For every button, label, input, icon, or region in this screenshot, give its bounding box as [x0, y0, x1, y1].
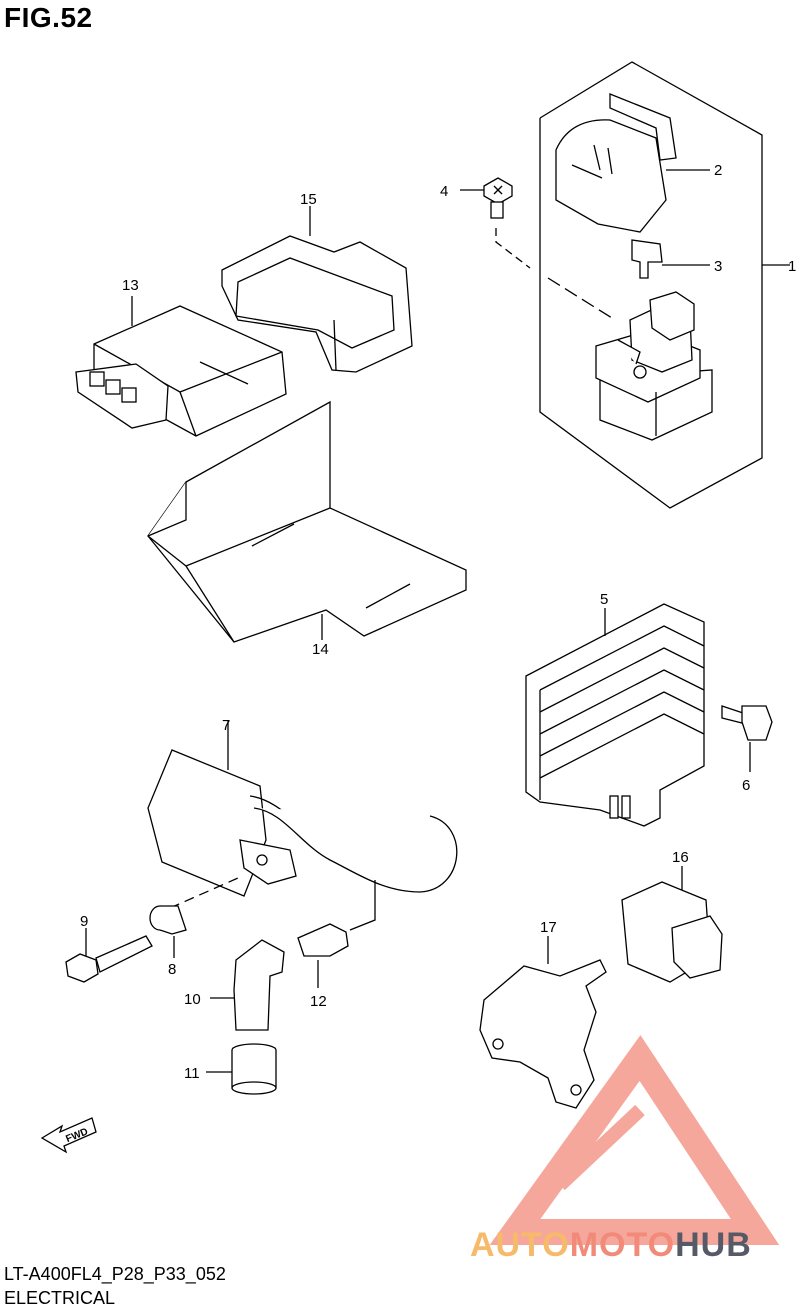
bracket-17: [479, 936, 607, 1109]
ecm-unit: [75, 296, 287, 437]
voltage-regulator: [525, 603, 705, 827]
callout-5: 5: [600, 591, 608, 608]
callout-10: 10: [184, 991, 201, 1008]
callout-2: 2: [714, 162, 722, 179]
callout-14: 14: [312, 641, 329, 658]
watermark-logo-icon: [489, 1035, 780, 1245]
callout-labels: 1 2 3 4 5 6 7 8 9 10 11 12 13 14 15 16 1…: [80, 162, 796, 1082]
watermark-part-3: HUB: [675, 1226, 752, 1264]
ecm-bracket: [147, 400, 467, 643]
screw-4: [460, 177, 613, 319]
callout-1: 1: [788, 258, 796, 275]
connector-housing: [221, 206, 413, 373]
callout-8: 8: [168, 961, 176, 978]
callout-16: 16: [672, 849, 689, 866]
plug-cover-cap: [206, 1043, 277, 1095]
spark-plug-cap: [210, 939, 285, 1031]
callout-11: 11: [184, 1065, 200, 1082]
bolt-6: [721, 705, 773, 772]
relay-assembly-box: [539, 61, 790, 509]
watermark-part-1: AUTO: [470, 1226, 570, 1264]
callout-7: 7: [222, 717, 230, 734]
callout-6: 6: [742, 777, 750, 794]
callout-9: 9: [80, 913, 88, 930]
relay-cover: [555, 93, 710, 233]
watermark-text: AUTOMOTOHUB: [470, 1226, 752, 1265]
callout-12: 12: [310, 993, 327, 1010]
ignition-coil: [147, 720, 458, 931]
callout-15: 15: [300, 191, 317, 208]
fuse: [631, 239, 710, 279]
bolt-9: [65, 877, 239, 983]
figure-code: LT-A400FL4_P28_P33_052: [4, 1264, 226, 1284]
starter-relay: [595, 291, 713, 441]
callout-3: 3: [714, 258, 722, 275]
figure-title: FIG.52: [4, 2, 93, 33]
resistor-cap: [297, 923, 349, 988]
collar-8: [149, 905, 187, 958]
callout-17: 17: [540, 919, 557, 936]
fwd-arrow-icon: FWD: [40, 1117, 97, 1154]
section-title: ELECTRICAL: [4, 1288, 116, 1308]
callout-4: 4: [440, 183, 448, 200]
coupler-16: [621, 866, 723, 983]
callout-13: 13: [122, 277, 139, 294]
watermark-part-2: MOTO: [569, 1226, 676, 1264]
